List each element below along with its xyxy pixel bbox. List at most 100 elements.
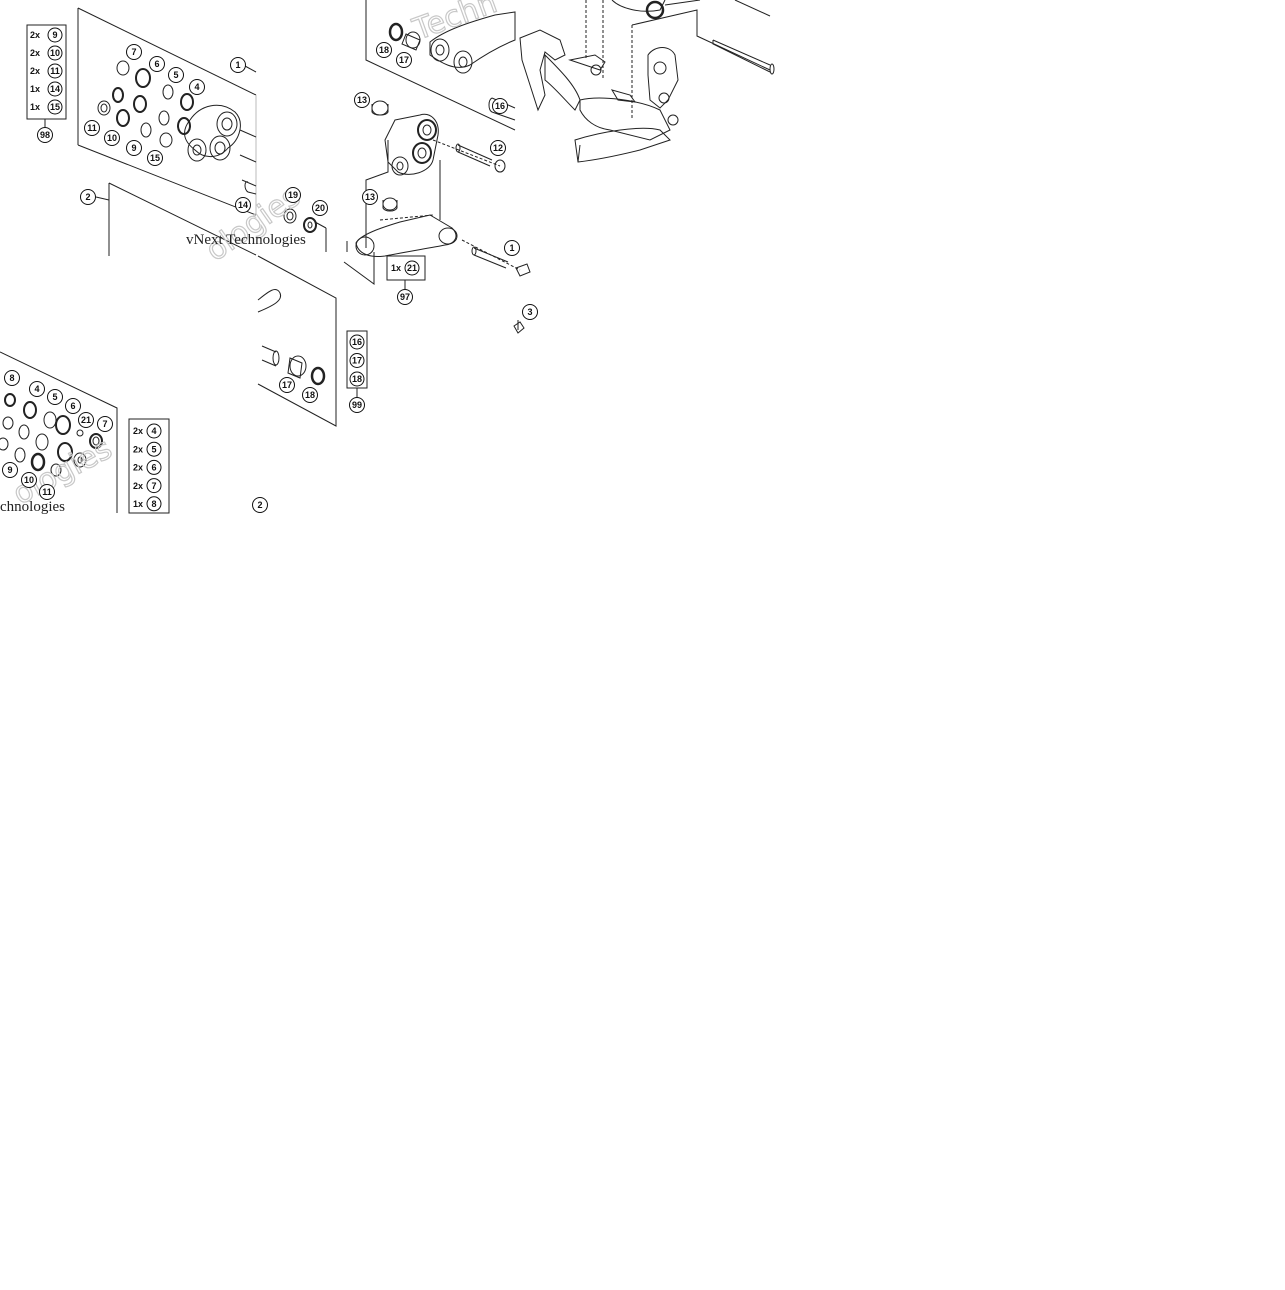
seal-4 [180, 93, 194, 111]
kit-99-row-part-17: 17 [349, 353, 365, 368]
callout-circle [2, 462, 18, 478]
kit-97-box [386, 255, 426, 281]
callout-circle [126, 140, 142, 156]
callout-9: 9 [126, 140, 142, 156]
callout-label: 15 [50, 102, 60, 112]
callout-layer: 1234567891011121314151617181920211317184… [2, 42, 538, 513]
kit-lower-row-part-4: 4 [146, 423, 162, 439]
callout-label: 8 [151, 499, 156, 509]
pull-rod-link [355, 214, 457, 257]
callout-13: 13 [354, 92, 370, 108]
callout-15: 15 [147, 150, 163, 166]
callout-4: 4 [189, 79, 205, 95]
callout-label: 14 [50, 84, 60, 94]
callout-label: 4 [194, 82, 199, 92]
kit-98-row-part-10: 10 [47, 45, 63, 61]
sleeve-17-mid [289, 355, 307, 377]
callout-label: 17 [352, 356, 362, 366]
kit-98-row-part-14: 14 [47, 81, 63, 97]
bearing-e [97, 100, 111, 116]
callout-circle [285, 187, 301, 203]
callout-circle [362, 189, 378, 205]
callout-circle [146, 459, 162, 475]
callout-1: 1 [230, 57, 246, 73]
seal-d [177, 117, 191, 135]
washer-20 [303, 217, 317, 233]
callout-label: 6 [154, 59, 159, 69]
callout-label: 20 [315, 203, 325, 213]
seal-b [133, 95, 147, 113]
callout-21: 21 [78, 412, 94, 428]
callout-label: 5 [52, 392, 57, 402]
callout-98: 98 [37, 127, 53, 143]
callout-label: 18 [379, 45, 389, 55]
callout-circle [490, 140, 506, 156]
callout-11: 11 [84, 120, 100, 136]
kit-99-row-part-16: 16 [349, 334, 365, 350]
callout-99: 99 [349, 397, 365, 413]
cap-13-top [371, 100, 389, 116]
callout-label: 15 [150, 153, 160, 163]
callout-circle [504, 240, 520, 256]
callout-label: 8 [9, 373, 14, 383]
svg-text:Techn: Techn [408, 0, 502, 48]
callout-circle [147, 150, 163, 166]
callout-17: 17 [396, 52, 412, 68]
callout-circle [65, 398, 81, 414]
callout-circle [302, 387, 318, 403]
kit-98-row-part-9: 9 [47, 27, 63, 43]
callout-circle [396, 52, 412, 68]
kit-98-row-qty: 1x [30, 84, 40, 94]
callout-2: 2 [80, 189, 96, 205]
callout-label: 99 [352, 400, 362, 410]
callout-label: 17 [282, 380, 292, 390]
callout-label: 97 [400, 292, 410, 302]
callout-label: 7 [131, 47, 136, 57]
callout-label: 19 [288, 190, 298, 200]
callout-circle [47, 63, 63, 79]
callout-circle [354, 92, 370, 108]
callout-circle [126, 44, 142, 60]
kit-98-row-qty: 2x [30, 66, 40, 76]
callout-circle [47, 389, 63, 405]
callout-20: 20 [312, 200, 328, 216]
callout-label: 9 [7, 465, 12, 475]
callout-label: 11 [87, 123, 97, 133]
callout-label: 5 [173, 70, 178, 80]
callout-label: 5 [151, 444, 156, 454]
kit-lower-row-qty: 2x [133, 463, 143, 473]
callout-16: 16 [492, 98, 508, 114]
watermark-text-lower: chnologies [0, 499, 65, 515]
kit-lower-row-part-5: 5 [146, 441, 162, 457]
callout-label: 9 [131, 143, 136, 153]
kit-98-row-qty: 1x [30, 102, 40, 112]
callout-label: 7 [151, 481, 156, 491]
bushing-19 [283, 208, 297, 224]
callout-circle [104, 130, 120, 146]
callout-label: 9 [52, 30, 57, 40]
callout-circle [349, 397, 365, 413]
seal-6 [135, 68, 151, 88]
panel-2-outline [95, 182, 257, 256]
callout-circle [146, 441, 162, 457]
callout-8: 8 [4, 370, 20, 386]
kit-97-row-part-21: 21 [404, 260, 420, 276]
callout-5: 5 [47, 389, 63, 405]
ring-5 [162, 84, 174, 100]
callout-circle [349, 353, 365, 368]
link-rocker [384, 113, 439, 175]
callout-circle [37, 127, 53, 143]
kit-99-row-part-18: 18 [349, 371, 365, 387]
callout-4: 4 [29, 381, 45, 397]
callout-circle [235, 197, 251, 213]
callout-label: 10 [107, 133, 117, 143]
callout-label: 11 [42, 487, 52, 497]
callout-label: 16 [352, 337, 362, 347]
callout-label: 13 [357, 95, 367, 105]
callout-circle [149, 56, 165, 72]
callout-10: 10 [21, 472, 37, 488]
callout-circle [492, 98, 508, 114]
callout-6: 6 [149, 56, 165, 72]
